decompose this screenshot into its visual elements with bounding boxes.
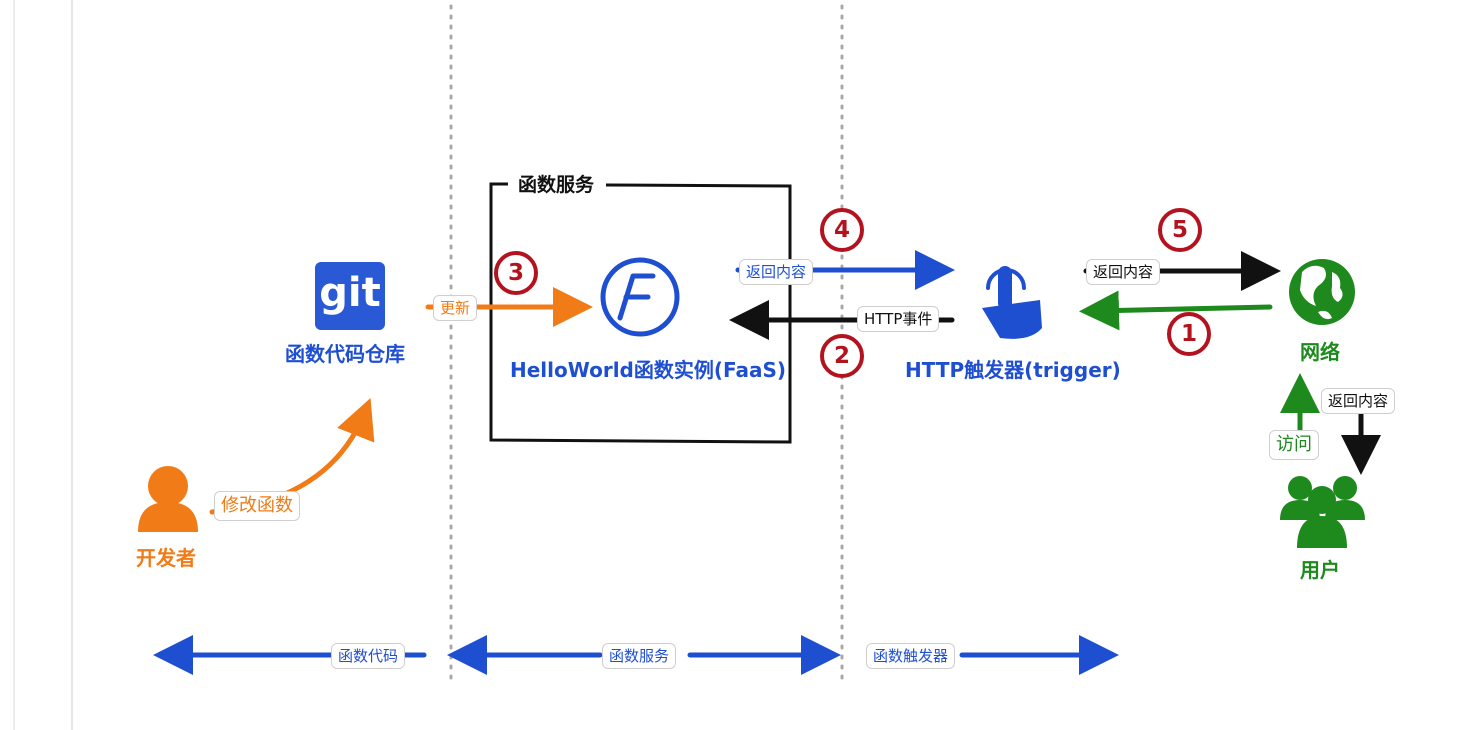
return-faas-tag: 返回内容 [739, 259, 814, 285]
step-badge-3 [494, 251, 538, 295]
http-event-tag: HTTP事件 [857, 306, 940, 332]
network-label: 网络 [1300, 340, 1340, 364]
modify-function-tag: 修改函数 [214, 491, 300, 521]
update-tag: 更新 [433, 295, 478, 321]
step-badge-5 [1158, 208, 1202, 252]
function-service-title: 函数服务 [514, 170, 599, 197]
step-number-5: 5 [1171, 217, 1188, 243]
section-code-tag: 函数代码 [331, 643, 406, 669]
return-user-tag: 返回内容 [1321, 388, 1396, 414]
trigger-label: HTTP触发器(trigger) [905, 358, 1121, 382]
developer-label: 开发者 [136, 546, 196, 570]
step-badge-1 [1167, 312, 1211, 356]
step-number-3: 3 [507, 260, 524, 286]
git-icon [315, 262, 385, 330]
step-badge-2 [820, 334, 864, 378]
users-label: 用户 [1300, 558, 1340, 582]
faas-logo-icon [600, 257, 680, 337]
faas-label: HelloWorld函数实例(FaaS) [510, 358, 787, 382]
step-number-2: 2 [833, 343, 850, 369]
step-number-1: 1 [1180, 321, 1197, 347]
globe-icon [1289, 259, 1355, 325]
tap-hand-icon [982, 266, 1042, 339]
git-icon-text: git [319, 270, 381, 316]
section-service-tag: 函数服务 [602, 643, 677, 669]
git-repo-label: 函数代码仓库 [285, 342, 405, 366]
developer-person-icon [138, 466, 198, 532]
step-badge-4 [820, 208, 864, 252]
return-trigger-tag: 返回内容 [1086, 259, 1161, 285]
section-trigger-tag: 函数触发器 [866, 643, 956, 669]
step-number-4: 4 [833, 217, 850, 243]
network-to-trigger-arrow [1079, 290, 1273, 331]
visit-tag: 访问 [1269, 430, 1319, 460]
users-group-icon [1280, 476, 1365, 548]
function-service-box [489, 182, 792, 444]
